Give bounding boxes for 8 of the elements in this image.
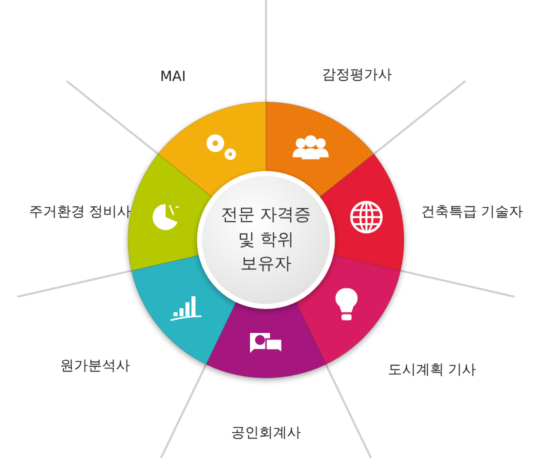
category-label: 주거환경 정비사 <box>28 203 132 221</box>
category-label: 공인회계사 <box>231 424 301 442</box>
category-label: 원가분석사 <box>60 357 130 375</box>
center-text: 전문 자격증 및 학위 보유자 <box>220 204 312 276</box>
category-label: 감정평가사 <box>322 66 392 84</box>
category-label: 건축특급 기술자 <box>420 203 524 221</box>
category-label: MAI <box>160 69 186 85</box>
category-label: 도시계획 기사 <box>388 361 476 379</box>
